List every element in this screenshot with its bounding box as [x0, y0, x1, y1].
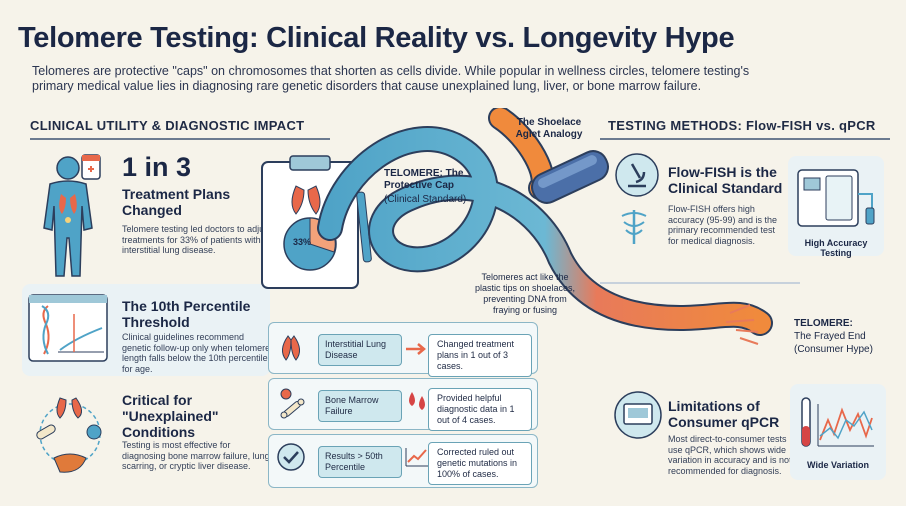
organs-cycle-icon — [36, 397, 102, 473]
caduceus-icon — [621, 210, 647, 244]
stat2-desc: Clinical guidelines recommend genetic fo… — [122, 332, 271, 374]
lungs-icon — [282, 335, 300, 361]
stat1-title: Treatment Plans Changed — [122, 186, 231, 218]
flow-desc: Flow-FISH offers high accuracy (95-99) a… — [668, 204, 778, 246]
arrow-right-icon — [406, 343, 426, 355]
frayed-line1: The Frayed End — [794, 331, 866, 342]
stat3-title: Critical for "Unexplained" Conditions — [122, 392, 219, 440]
bone-icon — [280, 388, 305, 419]
test-kit-icon — [614, 391, 662, 439]
page-subtitle: Telomeres are protective "caps" on chrom… — [32, 64, 750, 93]
stat1-desc: Telomere testing led doctors to adjust t… — [122, 224, 272, 255]
flow-cytometer-icon — [797, 169, 875, 227]
frayed-title: TELOMERE: — [794, 318, 853, 329]
qpcr-title: Limitations of Consumer qPCR — [668, 398, 780, 430]
checkmark-icon — [277, 443, 305, 471]
cap-title: TELOMERE: The Protective Cap — [384, 168, 464, 191]
trend-up-icon — [405, 448, 428, 467]
left-section-heading: CLINICAL UTILITY & DIAGNOSTIC IMPACT — [30, 118, 305, 133]
stat2-title: The 10th Percentile Threshold — [122, 298, 251, 330]
cap-subtitle: (Clinical Standard) — [384, 194, 467, 205]
row1-label: Interstitial Lung Disease — [318, 334, 402, 366]
flow-badge-label: High Accuracy Testing — [804, 238, 868, 258]
row3-result: Corrected ruled out genetic mutations in… — [428, 442, 532, 485]
microscope-icon — [615, 153, 659, 197]
row1-result: Changed treatment plans in 1 out of 3 ca… — [428, 334, 532, 377]
page-title: Telomere Testing: Clinical Reality vs. L… — [18, 22, 735, 54]
frayed-line2: (Consumer Hype) — [794, 344, 873, 355]
percentile-chart-icon — [28, 294, 108, 362]
variation-chart-icon — [801, 397, 874, 447]
flow-title: Flow-FISH is the Clinical Standard — [668, 164, 783, 196]
stat-one-in-three: 1 in 3 — [122, 152, 192, 182]
left-divider — [30, 138, 330, 140]
row3-label: Results > 50th Percentile — [318, 446, 402, 478]
analogy-note: Telomeres act like the plastic tips on s… — [474, 272, 576, 315]
shoelace-illustration — [317, 108, 773, 345]
stat3-desc: Testing is most effective for diagnosing… — [122, 440, 270, 471]
right-divider — [600, 138, 890, 140]
right-section-heading: TESTING METHODS: Flow-FISH vs. qPCR — [608, 118, 876, 133]
test-vial-icon — [81, 154, 101, 180]
blood-drop-icon — [409, 392, 425, 410]
qpcr-badge-label: Wide Variation — [807, 460, 869, 470]
right-mid-divider — [600, 282, 800, 284]
analogy-label: The Shoelace Aglet Analogy — [515, 117, 583, 140]
row2-label: Bone Marrow Failure — [318, 390, 402, 422]
row2-result: Provided helpful diagnostic data in 1 ou… — [428, 388, 532, 431]
chart-percent-label: 33% — [293, 237, 312, 247]
qpcr-desc: Most direct-to-consumer tests use qPCR, … — [668, 434, 792, 476]
clipboard-icon — [261, 155, 372, 289]
human-body-icon — [43, 156, 93, 277]
